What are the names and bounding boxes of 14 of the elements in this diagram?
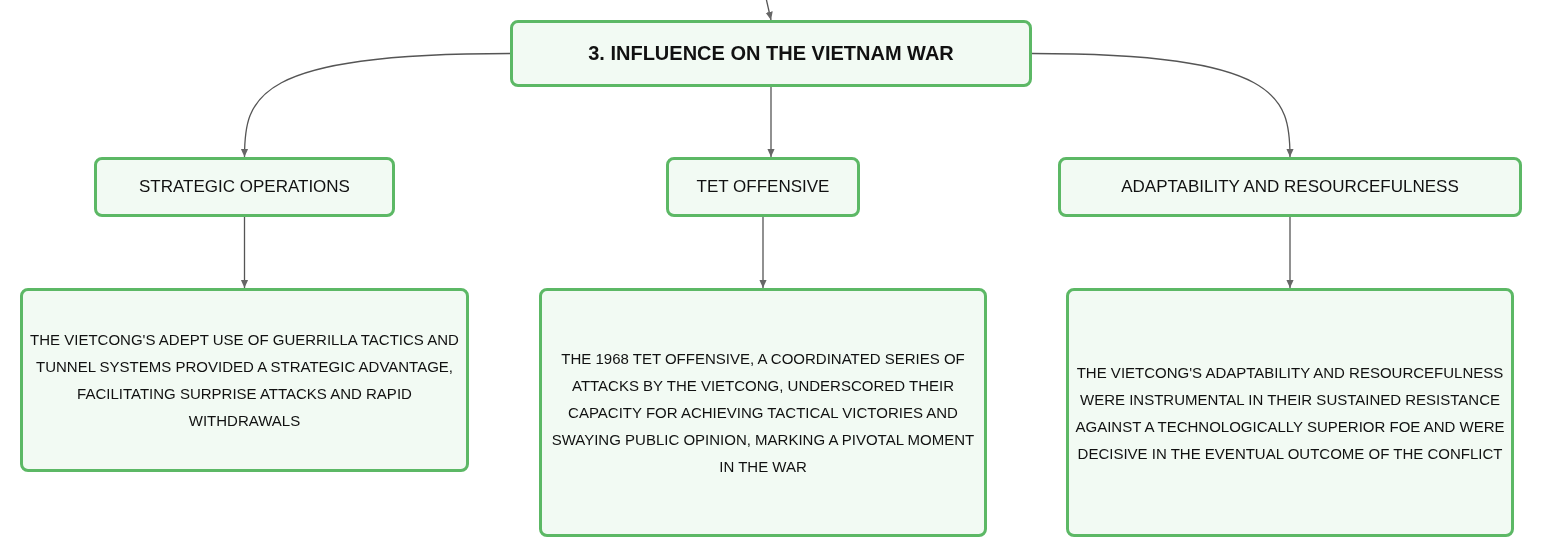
description-box: THE VIETCONG'S ADEPT USE OF GUERRILLA TACTICS AND TUNNEL SYSTEMS PROVIDED A STRATEGIC ADVANTAGE, FACILITATING SURPRISE ATTACKS AND RAPID WITHDRAWALS [20, 288, 469, 472]
description-box: THE VIETCONG'S ADAPTABILITY AND RESOURCEFULNESS WERE INSTRUMENTAL IN THEIR SUSTAINED RESISTANCE AGAINST A TECHNOLOGICALLY SUPERIOR FOE AND WERE DECISIVE IN THE EVENTUAL OUTCOME OF THE CONFLICT [1066, 288, 1514, 537]
arrow [1286, 216, 1294, 289]
arrow [759, 216, 767, 289]
description-box: THE 1968 TET OFFENSIVE, A COORDINATED SERIES OF ATTACKS BY THE VIETCONG, UNDERSCORED THEIR CAPACITY FOR ACHIEVING TACTICAL VICTORIES AND SWAYING PUBLIC OPINION, MARKING A PIVOTAL MOMENT IN THE WAR [539, 288, 987, 537]
title-box: 3. INFLUENCE ON THE VIETNAM WAR [510, 20, 1032, 87]
arrow [765, 0, 773, 21]
topic-box: STRATEGIC OPERATIONS [94, 157, 395, 217]
arrow [1031, 52, 1294, 158]
arrow [240, 216, 249, 289]
topic-box: TET OFFENSIVE [666, 157, 860, 217]
arrow [241, 52, 511, 158]
arrow [767, 86, 775, 158]
topic-box: ADAPTABILITY AND RESOURCEFULNESS [1058, 157, 1522, 217]
